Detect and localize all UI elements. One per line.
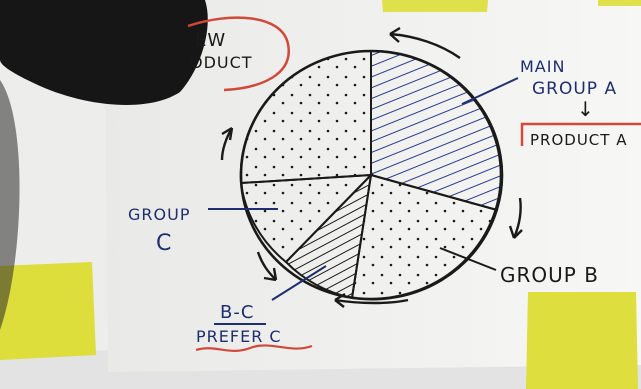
label-arrow-down: ↓ [577, 97, 595, 121]
label-group-c-line1: GROUP [128, 205, 190, 224]
label-new-product-line1: EW [195, 30, 226, 51]
sticky-note-top-right [598, 0, 641, 6]
label-group-c-line2: C [156, 231, 172, 256]
sticky-note-left [0, 262, 96, 360]
label-main-group-line2: GROUP A [532, 79, 617, 99]
sticky-note-bottom [526, 292, 638, 389]
sticky-note-top [382, 0, 488, 12]
label-bc-line2: PREFER C [196, 327, 282, 346]
label-product-a: PRODUCT A [530, 131, 627, 149]
label-bc-line1: B-C [220, 302, 254, 323]
label-group-b: GROUP B [500, 263, 599, 287]
label-new-product-line2: ODUCT [190, 53, 253, 72]
label-main-group-line1: MAIN [520, 57, 565, 76]
